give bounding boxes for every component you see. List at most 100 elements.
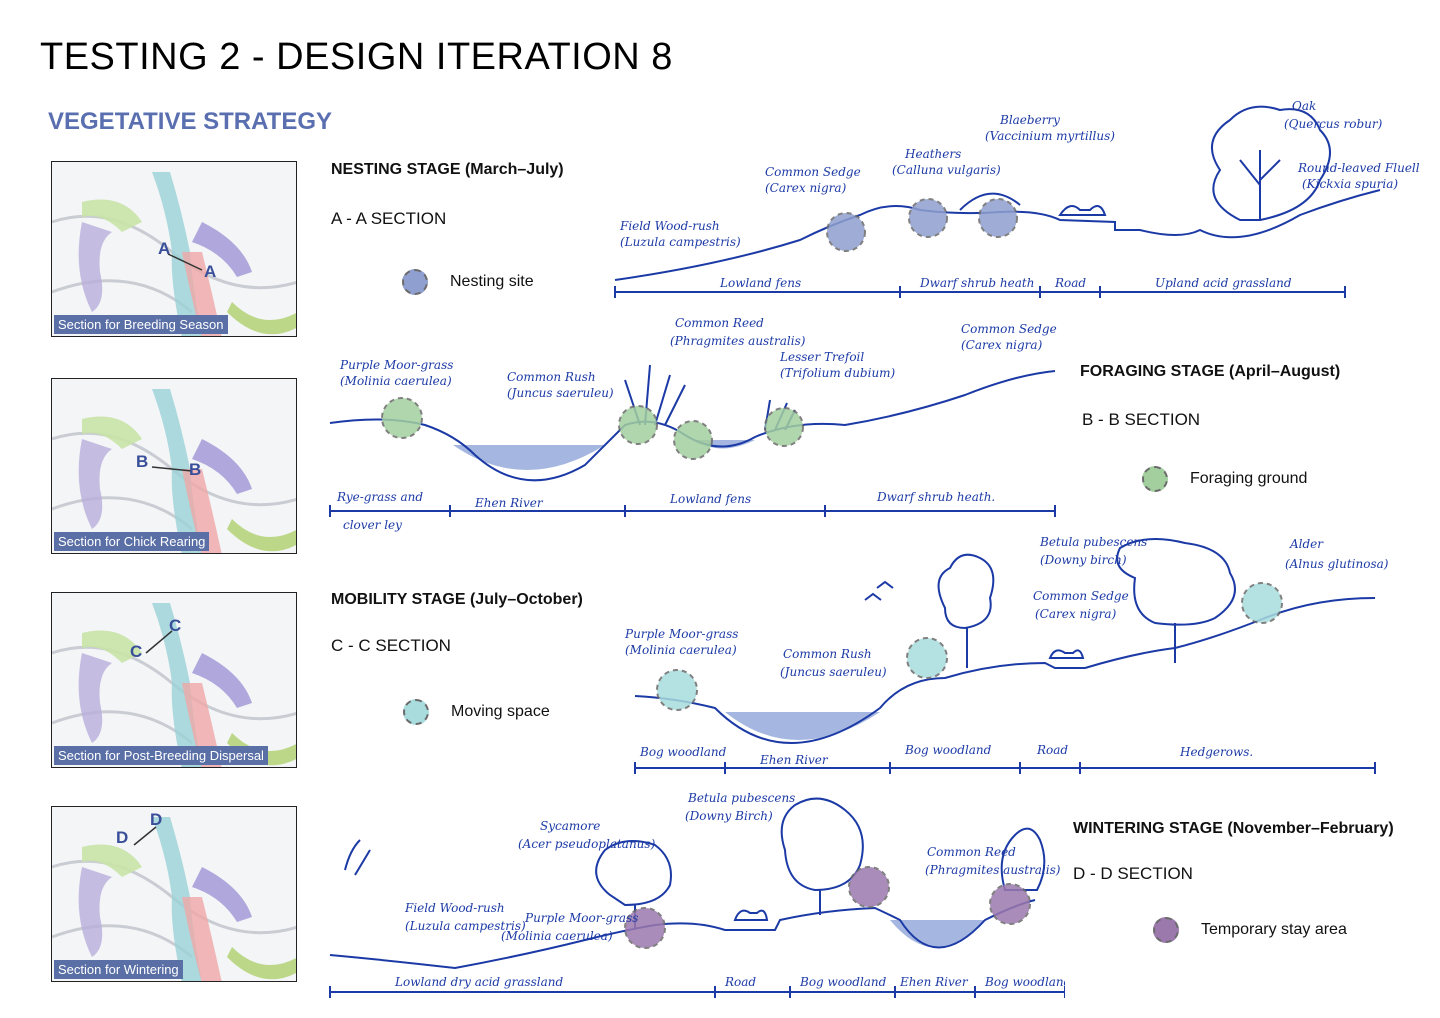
- map-thumbnail-b: B B Section for Chick Rearing: [51, 378, 297, 554]
- plant-label: Blaeberry: [999, 113, 1060, 127]
- foraging-ground-marker: [673, 420, 713, 460]
- plant-label: Purple Moor-grass: [524, 911, 638, 925]
- thumb-caption: Section for Post-Breeding Dispersal: [54, 746, 268, 765]
- section-marker-left: B: [136, 452, 148, 471]
- temporary-stay-marker: [989, 883, 1031, 925]
- section-label-b: B - B SECTION: [1082, 410, 1201, 429]
- ehen-river-water: [453, 445, 605, 470]
- zone-label: Bog woodland: [904, 743, 992, 757]
- zone-label: Hedgerows.: [1179, 745, 1253, 759]
- plant-label: Common Sedge: [765, 165, 861, 179]
- zone-label: Dwarf shrub heath: [919, 276, 1034, 290]
- site-map-d: D D: [52, 810, 296, 981]
- plant-label: (Molinia caerulea): [625, 643, 737, 657]
- section-marker-left: C: [130, 642, 142, 661]
- section-line-c: [145, 630, 173, 654]
- plant-label: (Quercus robur): [1284, 117, 1383, 131]
- stage-title-wintering: WINTERING STAGE (November–February): [1073, 820, 1394, 837]
- plant-label: (Calluna vulgaris): [892, 163, 1001, 177]
- section-sketch-d: Field Wood-rush (Luzula campestris) Purp…: [329, 791, 1065, 998]
- zone-label: Ehen River: [474, 496, 544, 510]
- site-map-a: A A: [52, 172, 296, 336]
- zone-label: Road: [1036, 743, 1068, 757]
- plant-label: Heathers: [904, 147, 961, 161]
- section-marker-right: B: [189, 460, 201, 479]
- page-subtitle: VEGETATIVE STRATEGY: [48, 108, 333, 135]
- plant-label: Round-leaved Fluellen: [1297, 161, 1420, 175]
- legend-swatch: [402, 269, 428, 295]
- plant-label: (Juncus saeruleu): [780, 665, 887, 679]
- plant-label: (Molinia caerulea): [340, 374, 452, 388]
- legend-label: Foraging ground: [1190, 470, 1308, 487]
- plant-label: Common Reed: [927, 845, 1016, 859]
- thumb-caption: Section for Wintering: [54, 960, 183, 979]
- thumb-caption: Section for Breeding Season: [54, 315, 228, 334]
- plant-label: (Carex nigra): [765, 181, 847, 195]
- legend-label: Nesting site: [450, 273, 534, 290]
- section-marker-right: A: [204, 262, 216, 281]
- plant-label: Lesser Trefoil: [779, 350, 864, 364]
- section-line-a: [167, 253, 203, 271]
- plant-label: Common Rush: [783, 647, 872, 661]
- legend-foraging: Foraging ground: [1142, 466, 1307, 492]
- stage-title-foraging: FORAGING STAGE (April–August): [1080, 363, 1341, 380]
- zone-label: Upland acid grassland: [1155, 276, 1292, 290]
- map-thumbnail-c: C C Section for Post-Breeding Dispersal: [51, 592, 297, 768]
- plant-label: Sycamore: [540, 819, 600, 833]
- plant-label: (Juncus saeruleu): [507, 386, 614, 400]
- section-label-a: A - A SECTION: [331, 209, 447, 228]
- site-map-b: B B: [52, 389, 296, 553]
- stage-title-mobility: MOBILITY STAGE (July–October): [331, 591, 583, 608]
- thumb-caption: Section for Chick Rearing: [54, 532, 210, 551]
- section-marker-right: C: [169, 616, 181, 635]
- section-sketch-c: Purple Moor-grass (Molinia caerulea) Com…: [624, 535, 1389, 774]
- plant-label: (Trifolium dubium): [780, 366, 896, 380]
- legend-label: Temporary stay area: [1201, 921, 1347, 938]
- zone-label: Road: [1054, 276, 1086, 290]
- map-thumbnail-d: D D Section for Wintering: [51, 806, 297, 982]
- zone-label: Ehen River: [759, 753, 829, 767]
- plant-label: Betula pubescens: [1039, 535, 1147, 549]
- nesting-site-marker: [908, 198, 948, 238]
- plant-label: (Carex nigra): [961, 338, 1043, 352]
- plant-label: (Downy birch): [1040, 553, 1127, 567]
- section-sketch-b: Purple Moor-grass (Molinia caerulea) Com…: [329, 316, 1057, 532]
- moving-space-marker: [906, 637, 948, 679]
- plant-label: (Luzula campestris): [405, 919, 526, 933]
- plant-label: Oak: [1292, 99, 1316, 113]
- zone-label: Dwarf shrub heath.: [876, 490, 995, 504]
- plant-label: Common Sedge: [1033, 589, 1129, 603]
- section-line-b: [151, 466, 193, 472]
- foraging-ground-marker: [381, 397, 423, 439]
- nesting-site-marker: [826, 212, 866, 252]
- temporary-stay-marker: [624, 907, 666, 949]
- legend-mobility: Moving space: [403, 699, 550, 725]
- section-label-d: D - D SECTION: [1073, 864, 1193, 883]
- ehen-river-water: [890, 920, 985, 948]
- plant-label: (Alnus glutinosa): [1285, 557, 1389, 571]
- plant-label: Alder: [1289, 537, 1324, 551]
- stage-title-nesting: NESTING STAGE (March–July): [331, 161, 564, 178]
- zone-label: Ehen River: [899, 975, 969, 989]
- plant-label: Field Wood-rush: [404, 901, 505, 915]
- legend-wintering: Temporary stay area: [1153, 917, 1347, 943]
- page-title: TESTING 2 - DESIGN ITERATION 8: [40, 36, 673, 78]
- zone-label: clover ley: [343, 518, 402, 532]
- zone-label: Rye-grass and: [336, 490, 423, 504]
- plant-label: (Molinia caerulea): [501, 929, 613, 943]
- nesting-site-marker: [978, 198, 1018, 238]
- plant-label: (Phragmites australis): [670, 334, 806, 348]
- plant-label: (Downy Birch): [685, 809, 773, 823]
- legend-swatch: [1142, 466, 1168, 492]
- foraging-ground-marker: [764, 407, 804, 447]
- zone-label: Lowland dry acid grassland: [394, 975, 564, 989]
- zone-label: Lowland fens: [719, 276, 801, 290]
- legend-nesting: Nesting site: [402, 269, 534, 295]
- plant-label: (Kickxia spuria): [1302, 177, 1398, 191]
- ehen-river-water: [725, 712, 880, 740]
- plant-label: (Carex nigra): [1035, 607, 1117, 621]
- moving-space-marker: [1241, 582, 1283, 624]
- map-thumbnail-a: A A Section for Breeding Season: [51, 161, 297, 337]
- zone-label: Lowland fens: [669, 492, 751, 506]
- site-map-c: C C: [52, 603, 296, 767]
